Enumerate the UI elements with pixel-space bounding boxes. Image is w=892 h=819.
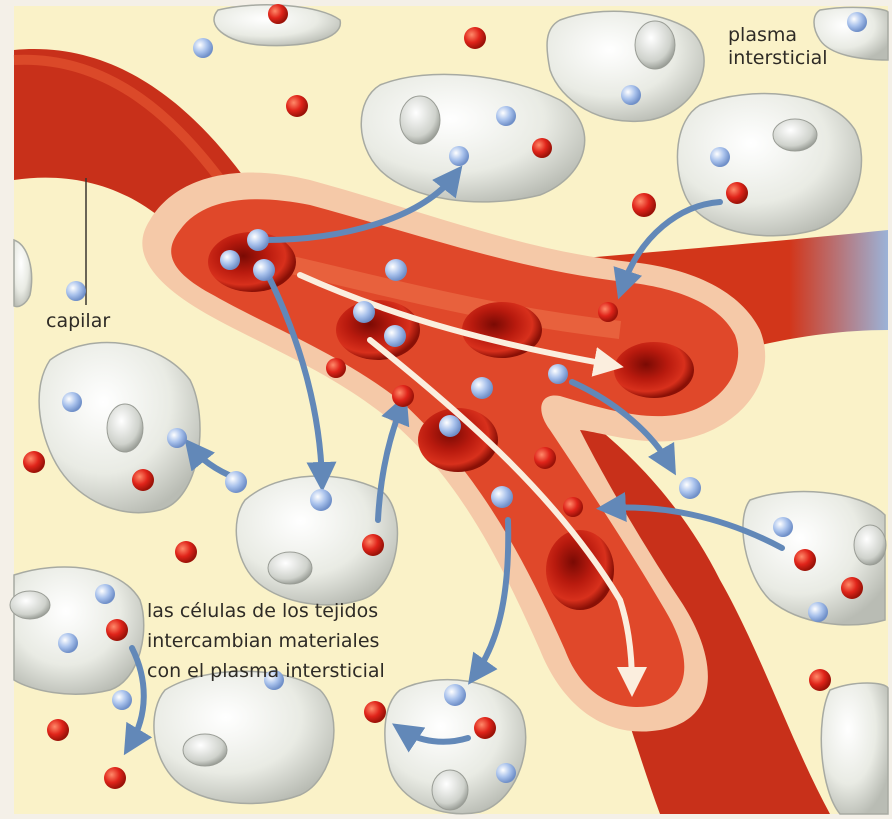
blue-sphere-icon (220, 250, 240, 270)
blue-sphere-icon (167, 428, 187, 448)
red-sphere-icon (132, 469, 154, 491)
blue-sphere-icon (710, 147, 730, 167)
red-blood-cell-icon (614, 342, 694, 398)
blue-sphere-icon (471, 377, 493, 399)
label-cell-exchange-line1: las células de los tejidos (147, 596, 385, 626)
label-plasma-intersticial: plasma intersticial (728, 24, 828, 70)
red-sphere-icon (632, 193, 656, 217)
red-sphere-icon (104, 767, 126, 789)
red-sphere-icon (809, 669, 831, 691)
blue-sphere-icon (310, 489, 332, 511)
blue-sphere-icon (496, 763, 516, 783)
red-sphere-icon (47, 719, 69, 741)
red-sphere-icon (464, 27, 486, 49)
nucleus-icon (635, 21, 675, 69)
blue-sphere-icon (491, 486, 513, 508)
blue-sphere-icon (66, 281, 86, 301)
red-sphere-icon (364, 701, 386, 723)
red-sphere-icon (532, 138, 552, 158)
label-plasma-line2: intersticial (728, 47, 828, 70)
tissue-cell-icon (821, 683, 888, 814)
blue-sphere-icon (773, 517, 793, 537)
label-cell-exchange-line2: intercambian materiales (147, 626, 385, 656)
red-sphere-icon (268, 4, 288, 24)
blue-sphere-icon (496, 106, 516, 126)
blue-sphere-icon (621, 85, 641, 105)
blue-sphere-icon (95, 584, 115, 604)
blue-sphere-icon (112, 690, 132, 710)
nucleus-icon (400, 96, 440, 144)
blue-sphere-icon (847, 12, 867, 32)
blue-sphere-icon (439, 415, 461, 437)
blue-sphere-icon (193, 38, 213, 58)
nucleus-icon (10, 591, 50, 619)
label-cell-exchange-line3: con el plasma intersticial (147, 656, 385, 686)
red-sphere-icon (563, 497, 583, 517)
nucleus-icon (183, 734, 227, 766)
label-plasma-line1: plasma (728, 24, 828, 47)
nucleus-icon (268, 552, 312, 584)
blue-sphere-icon (253, 259, 275, 281)
blue-sphere-icon (679, 477, 701, 499)
blue-sphere-icon (353, 301, 375, 323)
blue-sphere-icon (225, 471, 247, 493)
nucleus-icon (432, 770, 468, 810)
nucleus-icon (107, 404, 143, 452)
red-sphere-icon (598, 302, 618, 322)
tissue-cell-icon (677, 94, 861, 236)
blue-sphere-icon (247, 229, 269, 251)
blue-sphere-icon (449, 146, 469, 166)
red-sphere-icon (23, 451, 45, 473)
red-sphere-icon (362, 534, 384, 556)
red-sphere-icon (841, 577, 863, 599)
blue-sphere-icon (808, 602, 828, 622)
red-sphere-icon (726, 182, 748, 204)
red-sphere-icon (794, 549, 816, 571)
blue-sphere-icon (384, 325, 406, 347)
tissue-cell-icon (154, 671, 334, 803)
blue-sphere-icon (62, 392, 82, 412)
blue-sphere-icon (58, 633, 78, 653)
nucleus-icon (773, 119, 817, 151)
blue-sphere-icon (444, 684, 466, 706)
red-sphere-icon (326, 358, 346, 378)
red-sphere-icon (286, 95, 308, 117)
red-sphere-icon (474, 717, 496, 739)
nucleus-icon (854, 525, 886, 565)
blue-sphere-icon (548, 364, 568, 384)
blue-sphere-icon (385, 259, 407, 281)
label-capilar: capilar (46, 310, 110, 333)
label-cell-exchange: las células de los tejidos intercambian … (147, 596, 385, 686)
red-sphere-icon (106, 619, 128, 641)
red-sphere-icon (534, 447, 556, 469)
red-sphere-icon (175, 541, 197, 563)
red-sphere-icon (392, 385, 414, 407)
